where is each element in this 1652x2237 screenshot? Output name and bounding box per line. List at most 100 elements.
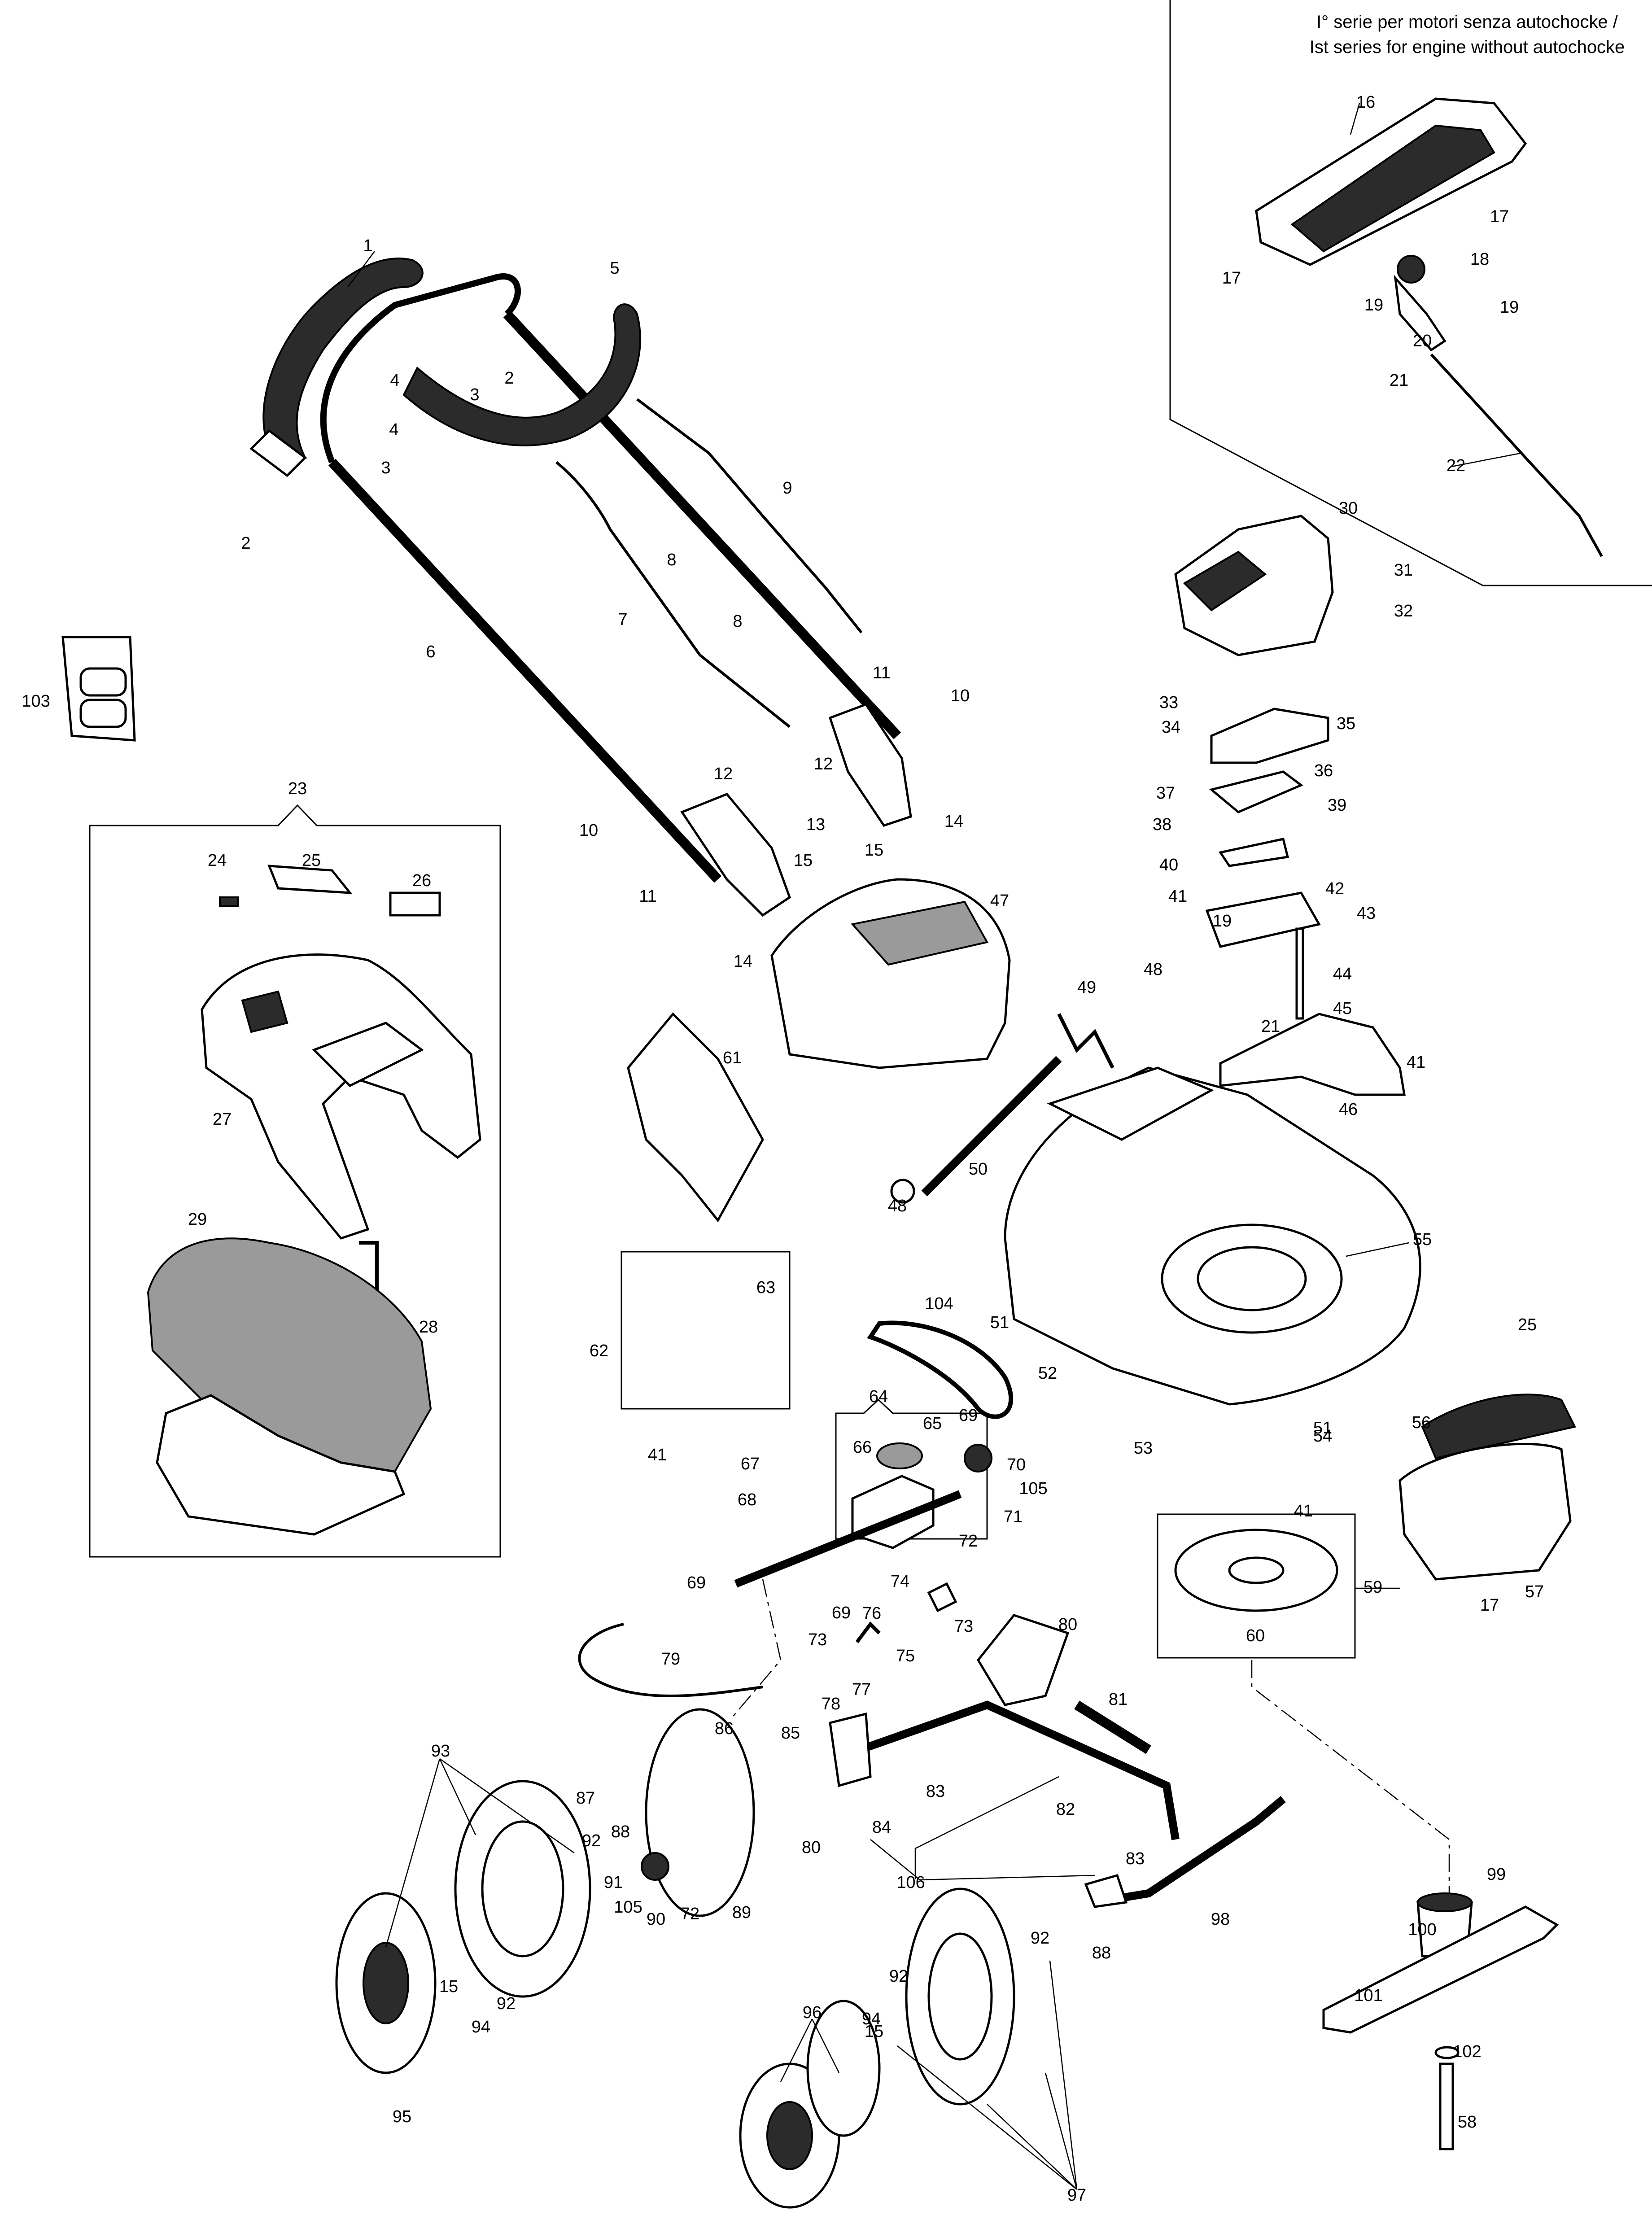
part-callout-91: 91 [604,1873,623,1892]
part-callout-11: 11 [873,664,890,682]
part-callout-99: 99 [1487,1865,1506,1884]
part-callout-20: 20 [1413,332,1432,350]
part-callout-96: 96 [803,2003,822,2022]
drive-gear [964,1444,992,1472]
wheel-pinion [641,1852,669,1881]
part-callout-41: 41 [648,1446,667,1464]
part-callout-84: 84 [872,1818,891,1837]
part-callout-19: 19 [1364,296,1383,315]
leader-lines [347,103,1521,2190]
front-wheel-tyre [905,1887,1015,2106]
part-callout-15: 15 [865,841,883,860]
part-callout-80: 80 [1058,1615,1077,1634]
part-callout-77: 77 [852,1680,871,1699]
deflector-group-frame [621,1251,791,1410]
part-callout-21: 21 [1261,1017,1280,1036]
part-callout-46: 46 [1339,1100,1358,1119]
part-callout-105: 105 [1019,1479,1047,1498]
part-callout-64: 64 [869,1387,888,1406]
height-adjust-spring [1074,1700,1151,1754]
part-callout-8: 8 [733,612,742,631]
part-callout-92: 92 [889,1967,908,1986]
part-callout-72: 72 [959,1532,978,1551]
part-callout-56: 56 [1412,1413,1431,1432]
wheel-cap [890,1179,915,1204]
part-callout-85: 85 [781,1724,800,1743]
rear-flap [627,1012,764,1223]
part-callout-23: 23 [288,779,307,798]
part-callout-79: 79 [661,1650,680,1669]
part-callout-83: 83 [1126,1849,1145,1868]
part-callout-72: 72 [681,1905,699,1923]
rear-guard [1399,1394,1576,1581]
drive-control-cable [578,1623,763,1697]
cutting-height-disc [1174,1529,1338,1612]
transmission-pulley [876,1442,923,1469]
part-callout-41: 41 [1407,1053,1425,1072]
part-callout-2: 2 [241,534,250,553]
cutting-blade [1322,1905,1559,2034]
rear-wheel-gear-cover [645,1708,755,1917]
part-callout-31: 31 [1394,561,1413,580]
mulching-cover [770,878,1011,1069]
part-callout-34: 34 [1162,718,1180,737]
part-callout-15: 15 [865,2022,883,2041]
part-callout-81: 81 [1109,1690,1128,1709]
part-callout-52: 52 [1038,1364,1057,1383]
part-callout-59: 59 [1364,1578,1382,1597]
part-callout-47: 47 [990,891,1009,910]
part-callout-9: 9 [782,479,792,498]
transmission-group-frame [835,1398,988,1540]
part-callout-103: 103 [22,692,50,711]
part-callout-5: 5 [610,259,619,278]
blade-washer [1434,2046,1460,2059]
part-callout-97: 97 [1067,2186,1086,2205]
part-callout-54: 54 [1313,1427,1332,1446]
sticker-sheet [61,636,136,742]
part-callout-58: 58 [1458,2113,1477,2132]
bag-grip [267,865,353,894]
part-callout-39: 39 [1328,796,1346,815]
part-callout-73: 73 [954,1617,973,1636]
part-callout-17: 17 [1490,207,1509,226]
part-callout-69: 69 [959,1406,978,1425]
part-callout-69: 69 [687,1573,706,1592]
part-callout-25: 25 [1518,1315,1537,1334]
part-callout-19: 19 [1213,912,1232,931]
part-callout-4: 4 [389,420,398,439]
part-callout-50: 50 [969,1160,988,1179]
part-callout-92: 92 [1031,1929,1049,1948]
choke-lever [1394,255,1447,352]
part-callout-88: 88 [611,1822,630,1841]
part-callout-92: 92 [497,1994,516,2013]
part-callout-1: 1 [363,236,372,255]
axle-bracket [829,1712,872,1787]
bag-indicator [219,896,239,907]
part-callout-18: 18 [1470,250,1489,269]
lower-handle-bracket-left [680,793,791,917]
part-callout-69: 69 [832,1603,851,1622]
part-callout-76: 76 [862,1604,881,1623]
part-callout-102: 102 [1453,2042,1481,2061]
part-callout-29: 29 [188,1210,207,1229]
part-callout-86: 86 [715,1719,734,1738]
throttle-lever-assembly [1205,708,1329,1020]
handle-grip [249,258,641,477]
throttle-cable [555,461,791,728]
part-callout-94: 94 [862,2010,881,2028]
part-callout-80: 80 [802,1838,821,1857]
inset-title-line1: I° serie per motori senza autochocke / [1316,12,1618,32]
part-callout-87: 87 [576,1789,595,1808]
part-callout-48: 48 [1144,960,1163,979]
part-callout-26: 26 [412,871,431,890]
part-callout-27: 27 [213,1110,232,1129]
grass-bag-group-frame [89,804,501,1558]
part-callout-45: 45 [1333,999,1352,1018]
part-callout-19: 19 [1500,298,1519,317]
part-callout-4: 4 [390,371,399,390]
part-callout-3: 3 [381,459,390,477]
part-callout-75: 75 [896,1647,915,1665]
part-callout-94: 94 [472,2018,490,2036]
inset-frame [1169,0,1652,586]
part-callout-32: 32 [1394,602,1413,620]
